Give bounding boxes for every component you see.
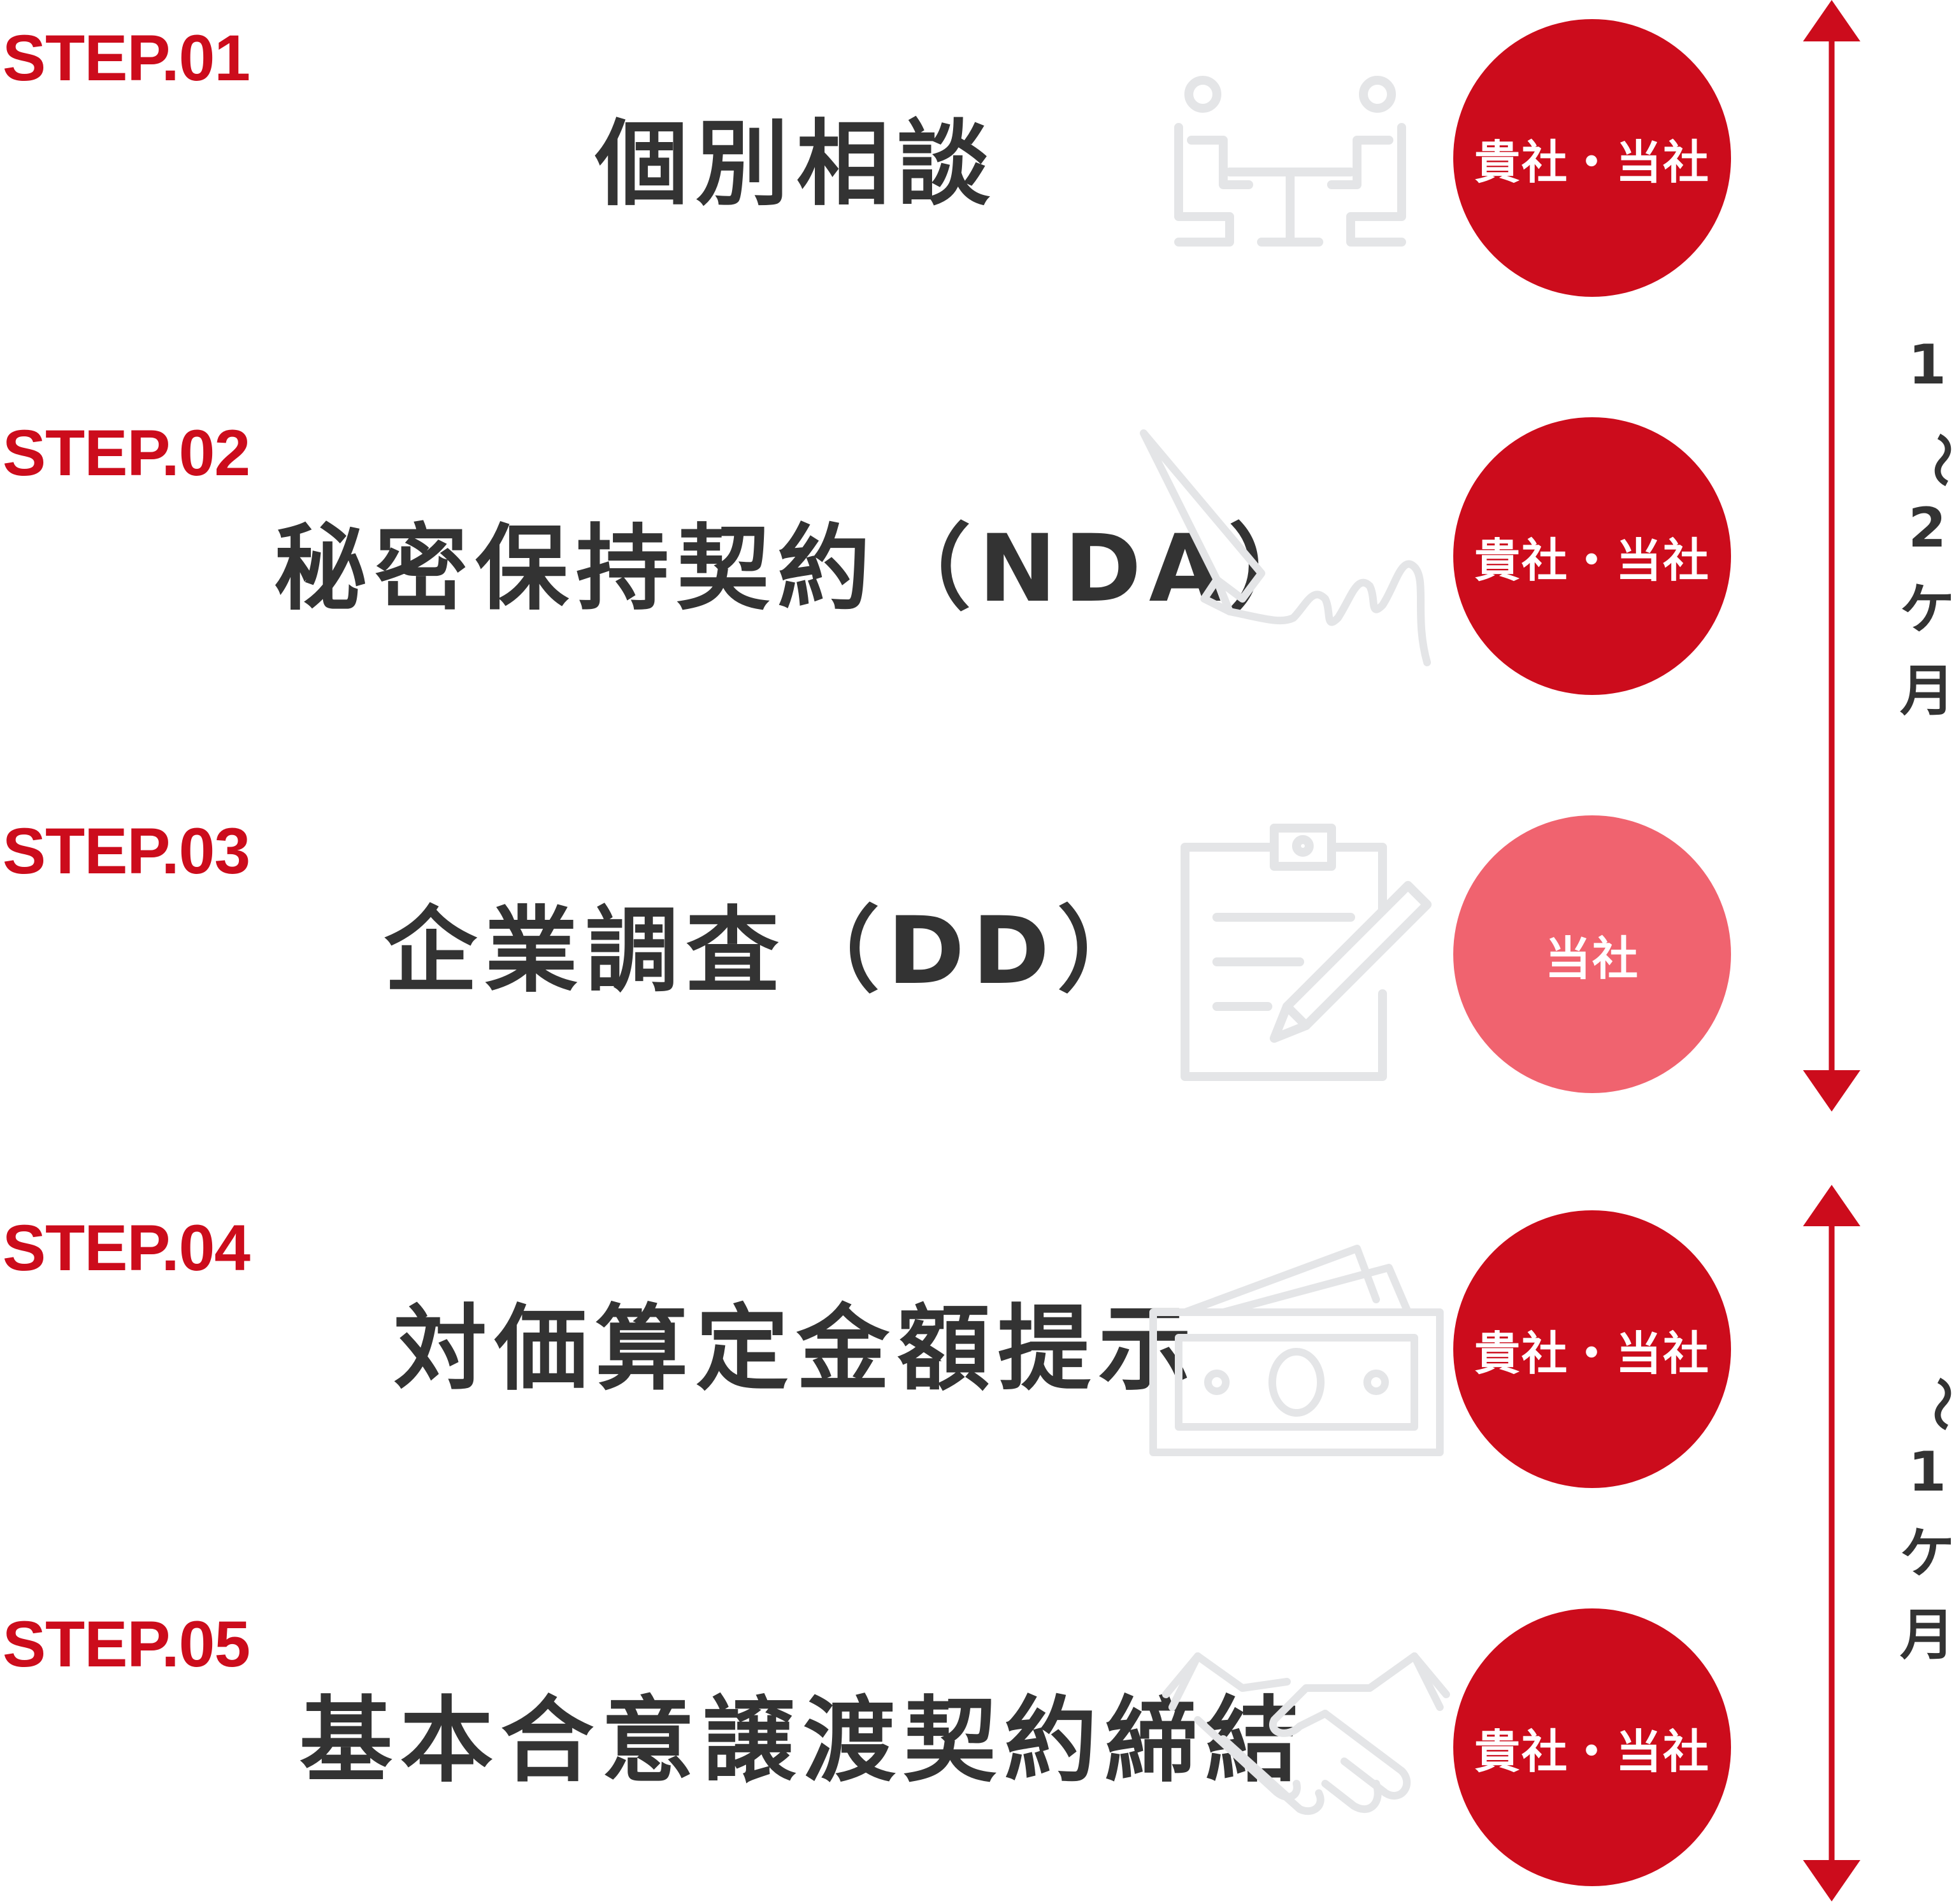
duration-char: 月: [1900, 659, 1954, 723]
consultation-icon: [1174, 76, 1406, 247]
duration-char: 〜: [1886, 1377, 1954, 1431]
party-badge: 貴社・当社: [1453, 19, 1731, 297]
step-label: STEP.05: [3, 1608, 250, 1680]
step-label: STEP.02: [3, 417, 250, 489]
duration-char: 2: [1908, 496, 1946, 560]
party-badge: 貴社・当社: [1453, 417, 1731, 695]
clipboard-pencil-icon: [1181, 824, 1432, 1081]
duration-arrow: [1803, 1185, 1860, 1901]
handshake-icon: [1162, 1652, 1450, 1815]
money-bills-icon: [1149, 1245, 1444, 1456]
step-title: 基本合意譲渡契約締結: [299, 1687, 1306, 1795]
party-badge: 当社: [1453, 815, 1731, 1093]
step-title: 対価算定金額提示: [394, 1295, 1199, 1403]
duration-arrow: [1803, 0, 1860, 1112]
step-title: 秘密保持契約（NDA）: [274, 515, 1330, 623]
party-badge: 貴社・当社: [1453, 1608, 1731, 1886]
step-label: STEP.01: [3, 22, 250, 94]
duration-label: 1 〜 2 ケ 月: [1899, 338, 1954, 745]
duration-char: ケ: [1900, 578, 1954, 641]
duration-char: 1: [1908, 1440, 1946, 1504]
step-label: STEP.03: [3, 815, 250, 887]
duration-char: ケ: [1900, 1522, 1954, 1585]
duration-char: 月: [1900, 1603, 1954, 1667]
pen-signature-icon: [1140, 429, 1431, 666]
duration-label: 〜 1 ケ 月: [1899, 1363, 1954, 1689]
party-badge: 貴社・当社: [1453, 1210, 1731, 1488]
step-title: 個別相談: [595, 110, 998, 218]
duration-char: 〜: [1886, 433, 1954, 487]
step-label: STEP.04: [3, 1212, 250, 1284]
step-title: 企業調査（DD）: [384, 897, 1158, 1005]
duration-char: 1: [1908, 333, 1946, 397]
